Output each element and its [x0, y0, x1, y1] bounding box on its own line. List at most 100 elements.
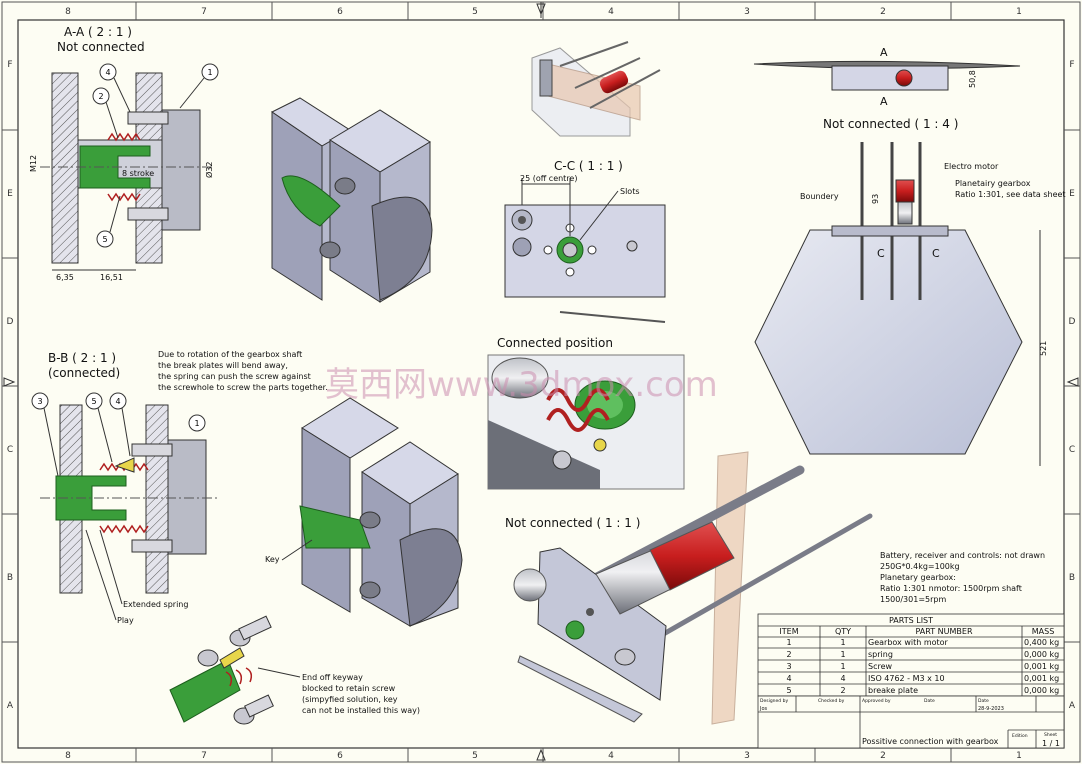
frame-col-1-bottom: 1 [1016, 751, 1022, 761]
parts-row-3-mass: 0,001 kg [1024, 662, 1059, 671]
bb-extended-spring: Extended spring [123, 600, 188, 609]
frame-row-e-right: E [1069, 189, 1075, 199]
parts-row-1-mass: 0,400 kg [1024, 638, 1059, 647]
frame-row-d-right: D [1069, 317, 1076, 327]
section-view-aa: A-A ( 2 : 1 ) Not connected M12 8 stroke… [29, 25, 219, 282]
spec-line-1: Battery, receiver and controls: not draw… [880, 551, 1045, 560]
frame-col-6: 6 [337, 7, 343, 17]
parts-row-5-mass: 0,000 kg [1024, 686, 1059, 695]
title-block [757, 695, 1065, 749]
iso-mechanism-detail [531, 41, 661, 137]
frame-row-f: F [7, 60, 12, 70]
aa-callouts: 1 2 4 5 [92, 63, 219, 248]
cc-slots-label: Slots [620, 187, 640, 196]
thin-rod-1 [559, 311, 666, 323]
aa-bolt-bottom [127, 207, 169, 221]
aa-spring-top [107, 132, 141, 142]
spec-notes: Battery, receiver and controls: not draw… [880, 551, 1045, 604]
frame-col-1: 1 [1016, 7, 1022, 17]
frame-row-c-right: C [1069, 445, 1075, 455]
iso-key-label: Key [265, 555, 280, 564]
parts-header-item: ITEM [779, 627, 798, 636]
nc11-title: Not connected ( 1 : 1 ) [505, 516, 640, 530]
view-aa-subtitle: Not connected [57, 40, 145, 54]
tr-dim-508: 50,8 [968, 70, 977, 88]
view-aa-title: A-A ( 2 : 1 ) [64, 25, 132, 39]
parts-row-5-qty: 2 [840, 686, 845, 695]
tb-checked-by-label: Checked by [818, 698, 845, 704]
keyway-note-1: End off keyway [302, 673, 363, 682]
top-view-right: A A 50,8 Not connected ( 1 : 4 ) Electro… [753, 46, 1066, 466]
spec-line-3: Planetary gearbox: [880, 573, 956, 582]
keyway-note-3: (simpyfied solution, key [302, 695, 398, 704]
iso-view-not-connected [271, 97, 433, 303]
view-bb-subtitle: (connected) [48, 366, 120, 380]
parts-row-1-part: Gearbox with motor [868, 638, 949, 647]
parts-row-2-item: 2 [786, 650, 791, 659]
parts-list-text: PARTS LIST ITEM QTY PART NUMBER MASS 1 1… [779, 616, 1059, 695]
frame-col-2: 2 [880, 7, 886, 17]
tr-plate [831, 65, 949, 91]
tb-designer: Jos [759, 706, 768, 712]
parts-row-3-item: 3 [786, 662, 791, 671]
aa-dim-w1: 6,35 [56, 273, 74, 282]
parts-row-1-item: 1 [786, 638, 791, 647]
tb-approved-by-label: Approved by [862, 698, 891, 704]
tb-date-label: Date [924, 698, 935, 704]
bb-play: Play [117, 616, 134, 625]
view-cc-title: C-C ( 1 : 1 ) [554, 159, 623, 173]
frame-col-3-bottom: 3 [744, 751, 750, 761]
parts-row-4-mass: 0,001 kg [1024, 674, 1059, 683]
keyway-exploded-view: End off keyway blocked to retain screw (… [169, 615, 420, 725]
parts-list-table [757, 613, 1065, 697]
tb-title: Possitive connection with gearbox [862, 737, 999, 746]
frame-col-3: 3 [744, 7, 750, 17]
spec-line-5: 1500/301=5rpm [880, 595, 946, 604]
tr-dim-93: 93 [871, 194, 880, 204]
frame-col-8: 8 [65, 7, 71, 17]
tb-designed-by-label: Designed by [760, 698, 788, 704]
bb-note-1: Due to rotation of the gearbox shaft [158, 350, 302, 359]
bb-callout-4: 4 [115, 397, 120, 406]
connected-position-view: Connected position [487, 336, 685, 490]
parts-list-title: PARTS LIST [889, 616, 933, 625]
parts-row-4-qty: 4 [840, 674, 845, 683]
aa-dim-w2: 16,51 [100, 273, 123, 282]
frame-col-4-bottom: 4 [608, 751, 614, 761]
parts-row-2-part: spring [868, 650, 893, 659]
aa-callout-2: 2 [98, 92, 103, 101]
bb-note-3: the spring can push the screw against [158, 372, 311, 381]
tr-section-c-right: C [932, 247, 940, 260]
centering-mark-right [1066, 377, 1079, 387]
centering-mark-left [3, 377, 16, 387]
aa-callout-4: 4 [105, 68, 110, 77]
bb-callout-5: 5 [91, 397, 96, 406]
keyway-note-2: blocked to retain screw [302, 684, 396, 693]
parts-row-4-item: 4 [786, 674, 791, 683]
tb-sheet-value: 1 / 1 [1042, 739, 1060, 748]
frame-col-5: 5 [472, 7, 478, 17]
tb-date-value: 28-9-2023 [978, 706, 1004, 712]
watermark: 莫西网www.3dmox.com [325, 365, 718, 405]
frame-row-c: C [7, 445, 13, 455]
frame-row-e: E [7, 189, 13, 199]
aa-dim-stroke: 8 stroke [122, 169, 154, 178]
section-view-cc: C-C ( 1 : 1 ) 25 (off centre) Slots [504, 159, 666, 298]
parts-header-part: PART NUMBER [915, 627, 972, 636]
tr-dim-521: 521 [1039, 341, 1048, 356]
parts-row-5-item: 5 [786, 686, 791, 695]
tr-section-a-bottom: A [880, 95, 888, 108]
aa-bolt-top [127, 111, 169, 125]
frame-row-a: A [7, 701, 14, 711]
frame-col-7-bottom: 7 [201, 751, 207, 761]
spec-line-4: Ratio 1:301 nmotor: 1500rpm shaft [880, 584, 1022, 593]
tr-gearbox-1: Planetairy gearbox [955, 179, 1031, 188]
aa-left-plate [51, 72, 79, 264]
tr-electro-motor: Electro motor [944, 162, 999, 171]
keyway-note-4: can not be installed this way) [302, 706, 420, 715]
frame-row-f-right: F [1069, 60, 1074, 70]
parts-row-1-qty: 1 [840, 638, 845, 647]
tr-gearbox-2: Ratio 1:301, see data sheet [955, 190, 1066, 199]
